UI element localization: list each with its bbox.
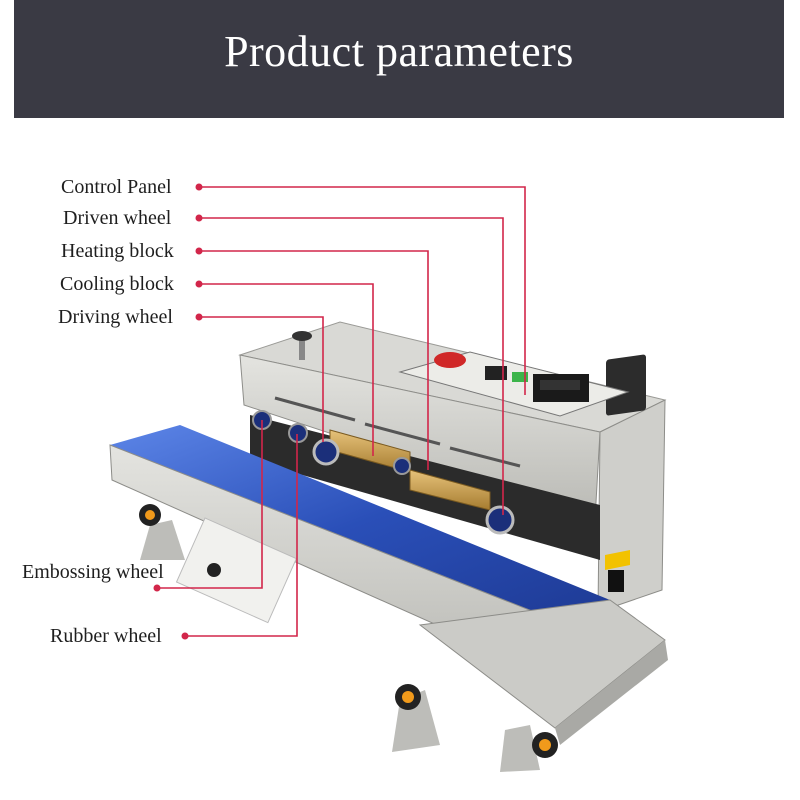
emergency-stop-icon xyxy=(434,352,466,368)
page-title: Product parameters xyxy=(224,27,574,76)
label-embossing-wheel: Embossing wheel xyxy=(22,561,164,583)
label-driving-wheel: Driving wheel xyxy=(58,306,173,328)
header-banner: Product parameters xyxy=(14,0,784,118)
control-panel-graphic xyxy=(398,351,630,417)
label-heating-block: Heating block xyxy=(61,240,174,262)
power-switch-icon xyxy=(608,570,624,592)
label-rubber-wheel: Rubber wheel xyxy=(50,625,162,647)
label-driven-wheel: Driven wheel xyxy=(63,207,172,229)
callout-dots xyxy=(153,183,203,640)
callout-leaders xyxy=(157,186,526,637)
conveyor xyxy=(109,425,668,772)
label-cooling-block: Cooling block xyxy=(60,273,174,295)
label-control-panel: Control Panel xyxy=(61,176,172,198)
warning-label-icon xyxy=(605,550,630,570)
top-knob-icon xyxy=(292,331,312,360)
